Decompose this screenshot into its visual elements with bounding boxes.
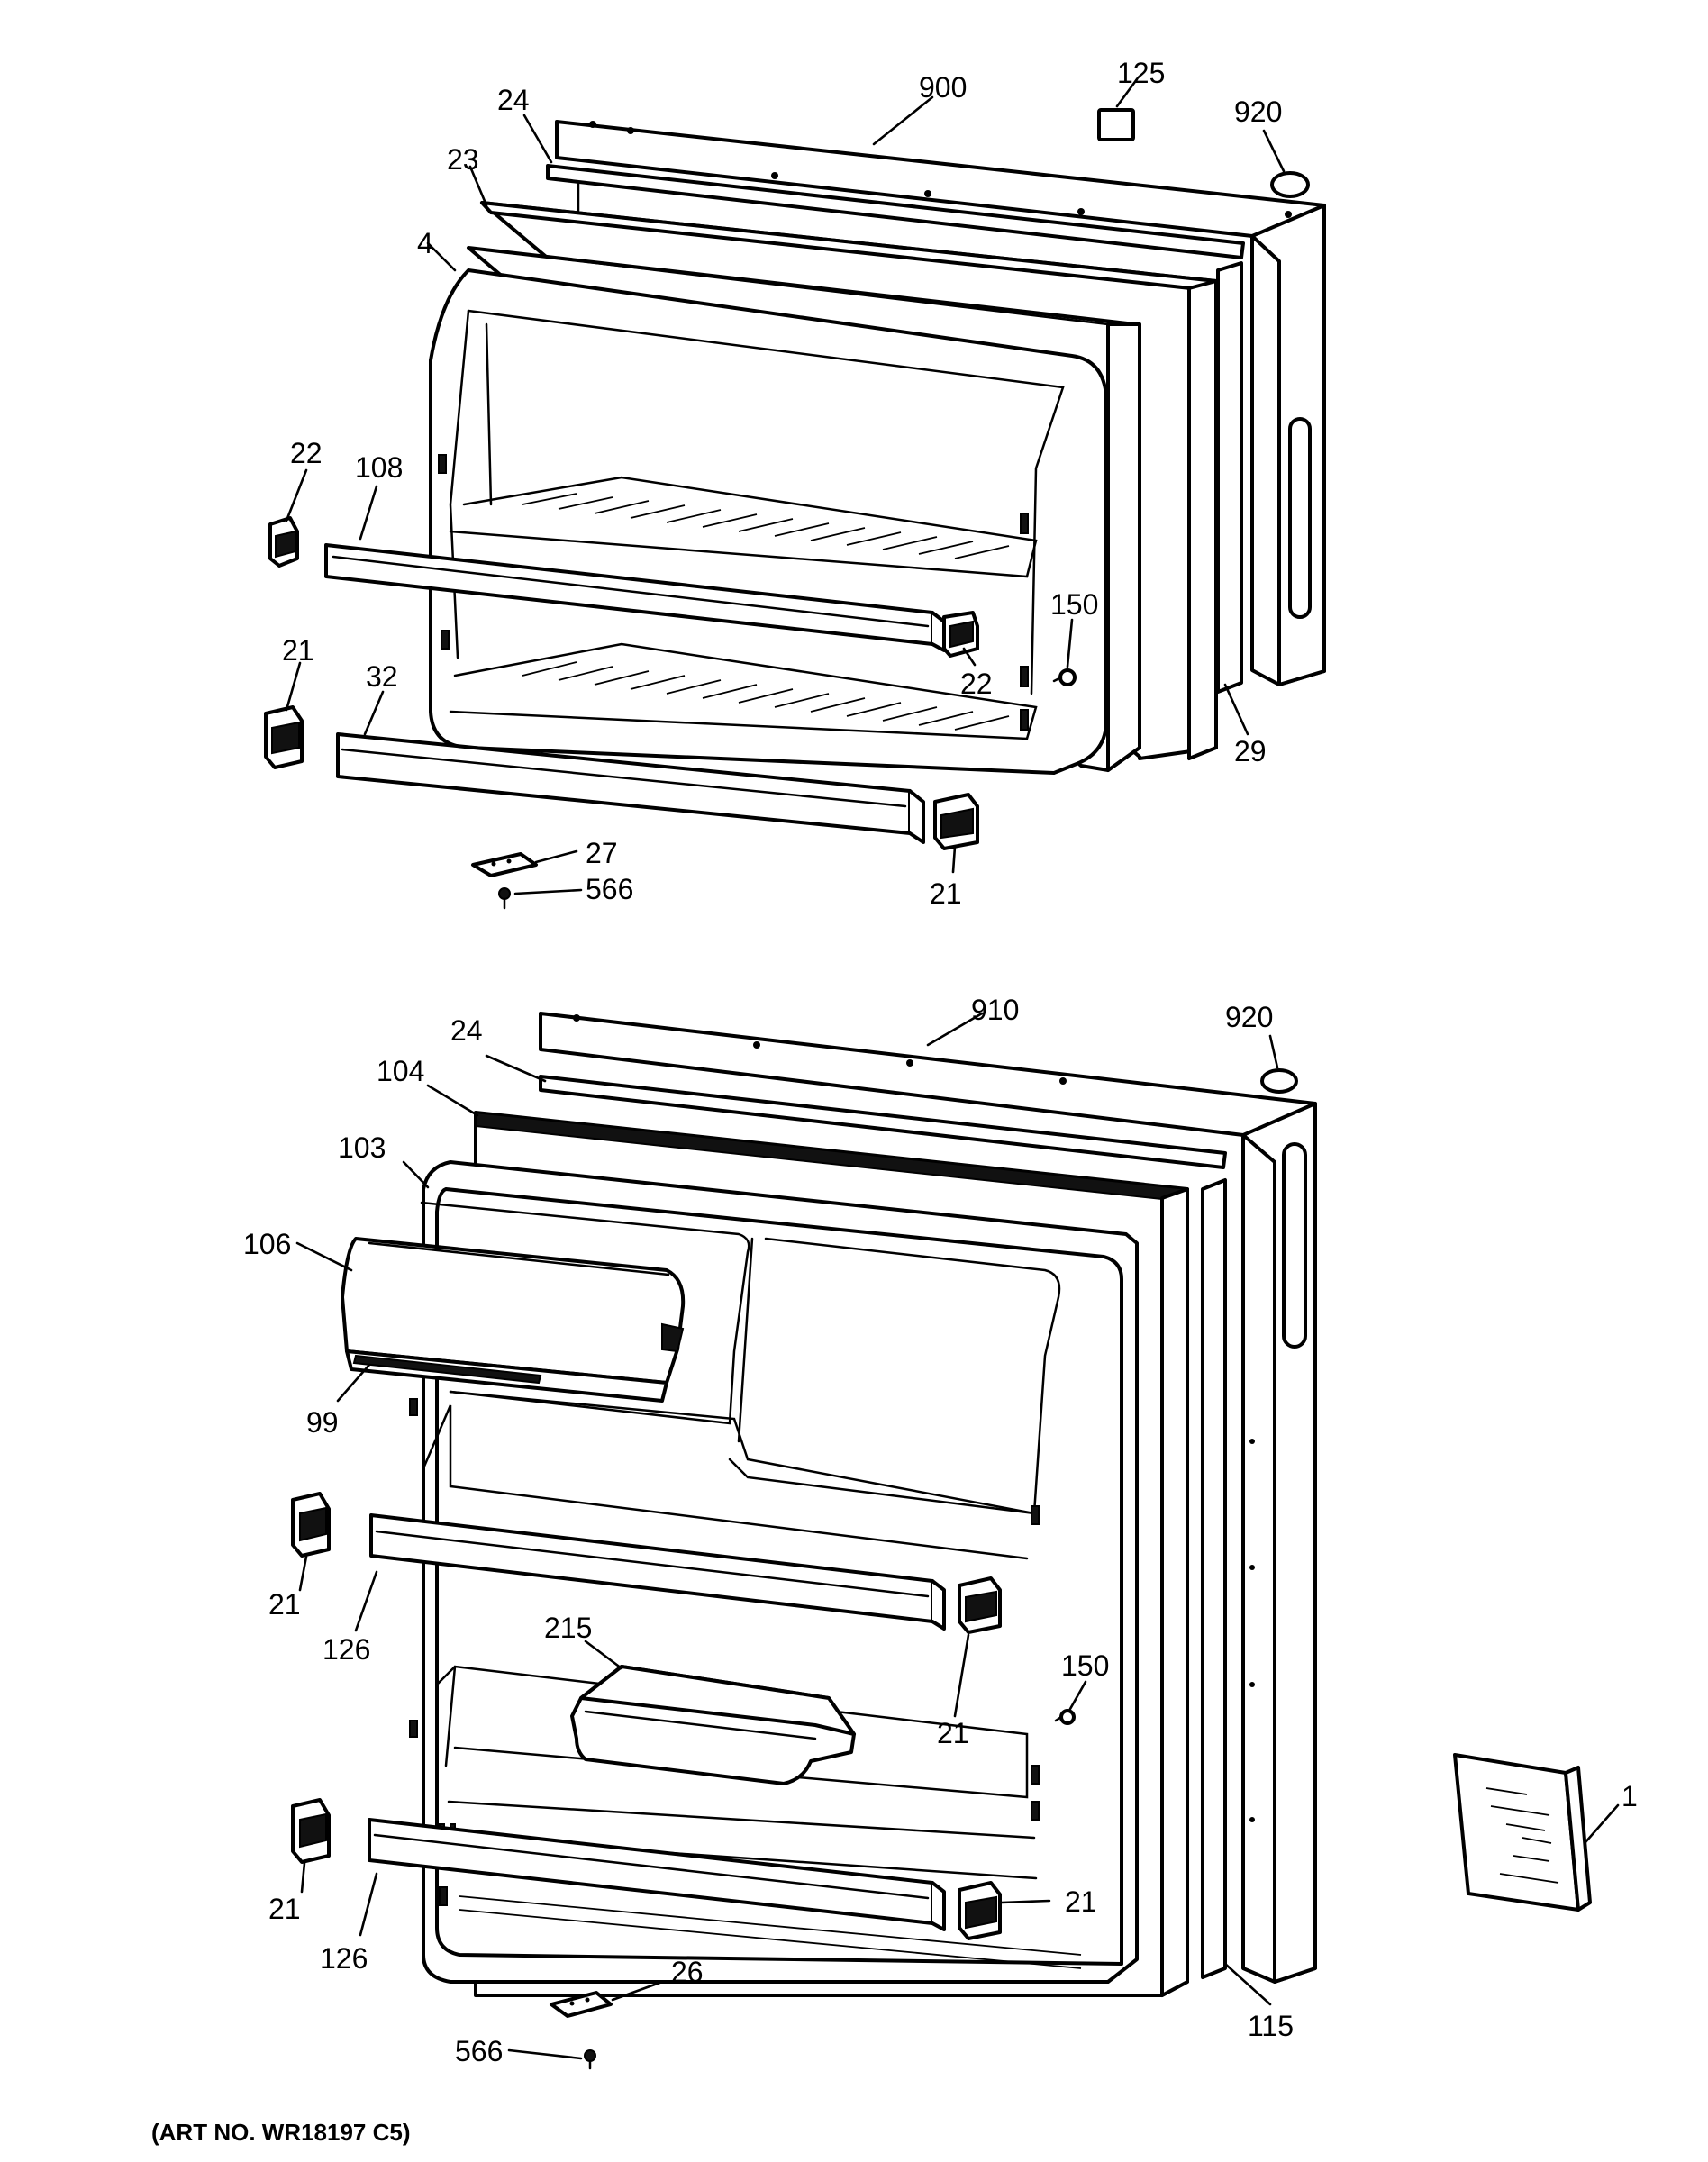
cap-920-bottom: [1260, 1068, 1298, 1094]
side-strip-115: [1201, 1178, 1227, 1979]
label-900: 900: [919, 71, 967, 104]
fresh-food-door-assembly: [291, 1012, 1317, 2070]
cap-920-top: [1270, 171, 1310, 198]
trim-strip-24: [546, 164, 1245, 259]
label-103: 103: [338, 1131, 386, 1164]
label-4: 4: [417, 227, 433, 259]
label-104: 104: [377, 1055, 424, 1087]
label-26: 26: [671, 1956, 704, 1988]
clip-22-left: [268, 516, 299, 568]
label-1: 1: [1622, 1780, 1638, 1812]
label-566-top: 566: [586, 873, 633, 905]
label-106: 106: [243, 1228, 291, 1260]
screw-150-bottom: [1054, 1709, 1076, 1725]
label-150-bottom: 150: [1061, 1649, 1109, 1682]
clip-21-upper-left: [291, 1492, 331, 1558]
liner-cavity: [429, 268, 1108, 775]
shelf-bar-126-lower: [368, 1818, 946, 1931]
outer-door-panel-900: [555, 120, 1326, 686]
label-29: 29: [1234, 735, 1267, 768]
label-22-right: 22: [960, 668, 993, 700]
label-21-lower-left: 21: [268, 1893, 301, 1925]
shelf-bar-126-upper: [369, 1513, 946, 1631]
plug-125: [1097, 108, 1135, 141]
screw-566-top: [498, 887, 511, 910]
label-126-upper: 126: [323, 1633, 370, 1666]
hinge-plate-27: [471, 852, 538, 877]
label-24-bottom: 24: [450, 1014, 483, 1047]
freezer-door-assembly: [264, 108, 1326, 910]
label-21-lower-right: 21: [1065, 1885, 1097, 1918]
leader-lines: [285, 77, 1620, 2060]
clip-21-right: [933, 793, 979, 850]
label-125: 125: [1117, 57, 1165, 89]
side-strip-29: [1216, 261, 1243, 694]
label-99: 99: [306, 1406, 339, 1439]
label-215: 215: [544, 1612, 592, 1644]
label-22-left: 22: [290, 437, 323, 469]
label-920-top: 920: [1234, 95, 1282, 128]
outer-door-panel-910: [539, 1012, 1317, 1984]
clip-22-right: [942, 611, 979, 658]
shelf-bar-32: [336, 732, 925, 844]
label-32: 32: [366, 660, 398, 693]
clip-21-lower-left: [291, 1798, 331, 1864]
label-150-top: 150: [1050, 588, 1098, 621]
callout-labels: 900 125 920 24 23 4 22 108 150 22 21 32 …: [151, 57, 1638, 2146]
label-126-lower: 126: [320, 1942, 368, 1975]
label-21-top-right: 21: [930, 877, 962, 910]
dairy-door-99: [352, 1354, 542, 1385]
screw-566-bottom: [584, 2049, 596, 2070]
clip-21-lower-right: [958, 1881, 1002, 1940]
label-23: 23: [447, 143, 479, 176]
shelf-bar-108: [324, 543, 946, 652]
label-27: 27: [586, 837, 618, 869]
label-115: 115: [1248, 2010, 1294, 2042]
label-920-bottom: 920: [1225, 1001, 1273, 1033]
art-number: (ART NO. WR18197 C5): [151, 2119, 411, 2146]
clip-21-left: [264, 705, 304, 769]
label-21-top-left: 21: [282, 634, 314, 667]
label-566-bottom: 566: [455, 2035, 503, 2067]
use-and-care-booklet-1: [1453, 1753, 1592, 1912]
screw-150-top: [1052, 668, 1077, 686]
trim-strip-24-bottom: [539, 1075, 1227, 1169]
label-21-upper-left: 21: [268, 1588, 301, 1621]
label-21-upper-right: 21: [937, 1717, 969, 1749]
label-24-top: 24: [497, 84, 530, 116]
clip-21-upper-right: [958, 1576, 1002, 1634]
hinge-plate-26: [550, 1991, 613, 2018]
label-108: 108: [355, 451, 403, 484]
bin-215: [570, 1665, 856, 1785]
label-910: 910: [971, 994, 1019, 1026]
